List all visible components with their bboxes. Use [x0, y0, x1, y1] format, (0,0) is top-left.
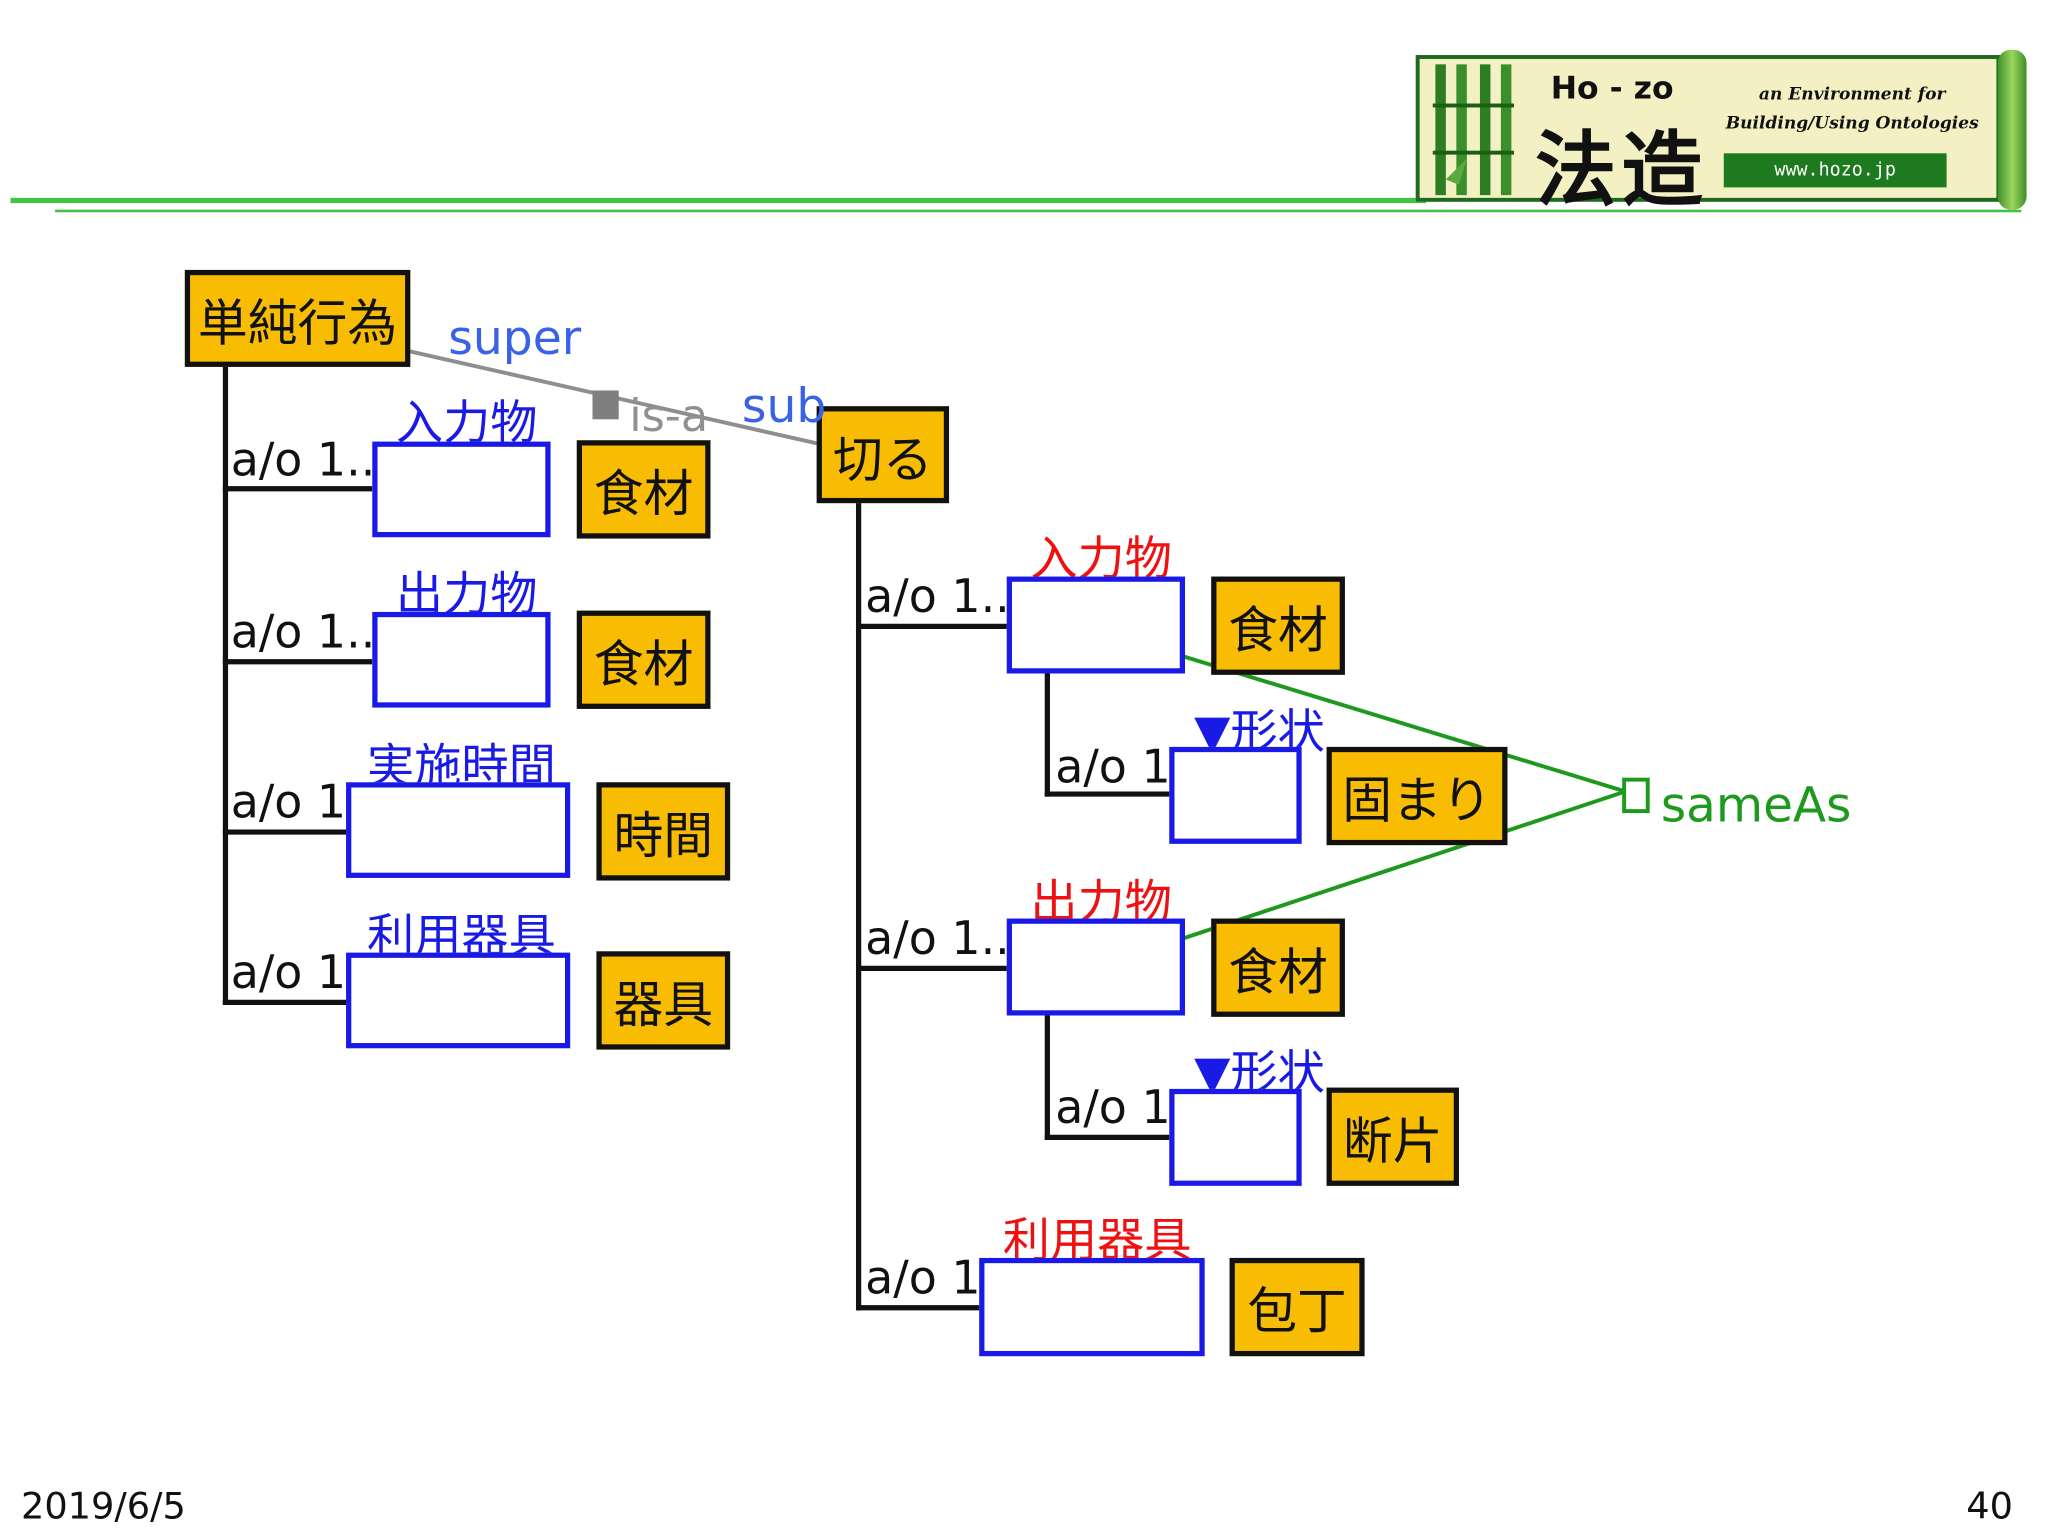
right-attr-class-1[interactable]: 固まり	[1326, 746, 1508, 846]
page-number: 40	[1966, 1484, 2013, 1528]
left-part-slot-1[interactable]	[372, 441, 551, 538]
left-part-card-4: a/o 1	[230, 947, 347, 1000]
logo-tagline: an Environment for Building/Using Ontolo…	[1715, 81, 1990, 139]
left-part-slot-2[interactable]	[372, 611, 551, 708]
sameas-marker	[1622, 777, 1650, 814]
left-part-card-1: a/o 1..	[230, 435, 376, 488]
logo-kanji: 法造	[1534, 121, 1709, 218]
left-part-class-1[interactable]: 食材	[576, 440, 711, 539]
right-attr-card-1: a/o 1	[1055, 741, 1171, 795]
header-rule-lower	[55, 209, 2022, 213]
right-part-class-1[interactable]: 食材	[1211, 576, 1345, 675]
right-attr-slot-1[interactable]	[1169, 746, 1302, 844]
right-part-class-2[interactable]: 食材	[1211, 918, 1345, 1017]
logo-url: www.hozo.jp	[1723, 153, 1947, 188]
sameas-line-output	[1183, 789, 1627, 941]
isa-super-label: super	[448, 311, 582, 366]
left-part-card-2: a/o 1..	[230, 606, 376, 660]
right-attr-slot-2[interactable]	[1169, 1088, 1302, 1186]
isa-sub-label: sub	[741, 379, 827, 434]
sameas-line-input	[1183, 654, 1627, 794]
left-part-class-4[interactable]: 器具	[596, 951, 731, 1050]
right-attr-class-2[interactable]: 断片	[1326, 1087, 1459, 1186]
footer-date: 2019/6/5	[20, 1484, 186, 1528]
isa-link-marker	[592, 390, 619, 420]
left-part-slot-3[interactable]	[346, 782, 571, 878]
right-part-class-3[interactable]: 包丁	[1229, 1257, 1365, 1357]
left-part-class-2[interactable]: 食材	[576, 610, 711, 709]
right-part-slot-3[interactable]	[979, 1257, 1205, 1357]
right-part-card-3: a/o 1	[865, 1252, 981, 1306]
logo-tagline-line2: Building/Using Ontologies	[1725, 113, 1979, 134]
logo-scroll: Ho - zo 法造 an Environment for Building/U…	[1415, 55, 2001, 218]
logo-scroll-roll	[1997, 49, 2027, 210]
hozo-logo: Ho - zo 法造 an Environment for Building/U…	[1415, 49, 2032, 218]
right-part-slot-1[interactable]	[1006, 576, 1185, 674]
isa-label: is-a	[629, 390, 709, 443]
logo-tagline-line1: an Environment for	[1758, 85, 1946, 105]
right-part-card-2: a/o 1..	[865, 913, 1010, 966]
left-part-slot-4[interactable]	[346, 952, 571, 1049]
bamboo-icon	[1432, 64, 1515, 196]
logo-ho-zo: Ho - zo	[1550, 69, 1674, 107]
super-concept-node[interactable]: 単純行為	[184, 269, 411, 367]
header-rule	[10, 197, 1427, 204]
left-part-card-3: a/o 1	[230, 777, 347, 830]
right-attr-card-2: a/o 1	[1055, 1082, 1171, 1135]
right-part-card-1: a/o 1..	[865, 571, 1010, 624]
sameas-label: sameAs	[1660, 777, 1852, 834]
right-part-slot-2[interactable]	[1006, 918, 1185, 1016]
sub-concept-node[interactable]: 切る	[816, 406, 950, 504]
left-part-class-3[interactable]: 時間	[596, 782, 731, 881]
